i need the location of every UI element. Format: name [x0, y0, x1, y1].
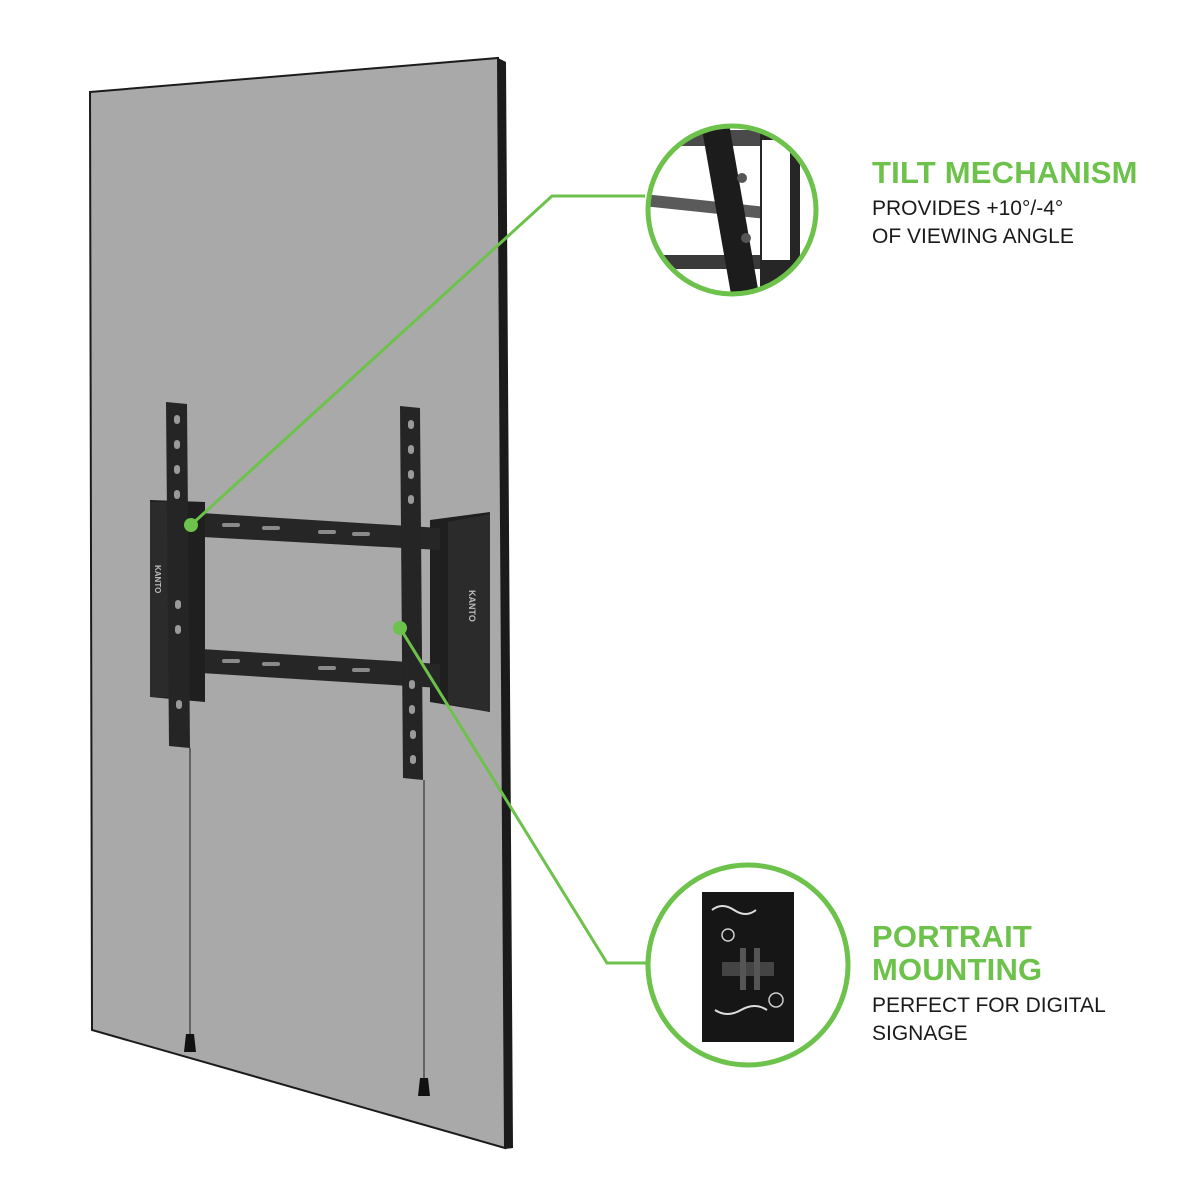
- portrait-title: PORTRAIT MOUNTING: [872, 920, 1192, 986]
- panel-edge: [498, 58, 513, 1149]
- portrait-title-line-1: PORTRAIT: [872, 919, 1033, 954]
- left-cord-weight: [184, 1034, 196, 1052]
- tilt-callout-line: [189, 194, 645, 527]
- tilt-closeup-ring: [645, 123, 819, 297]
- portrait-desc-line-1: PERFECT FOR DIGITAL: [872, 994, 1106, 1017]
- portrait-closeup-ring: [645, 862, 851, 1068]
- right-cord-weight: [418, 1078, 430, 1096]
- housing-logo-left: KANTO: [153, 565, 162, 593]
- arm-holes: [174, 415, 416, 764]
- portrait-feature: PORTRAIT MOUNTING PERFECT FOR DIGITAL SI…: [872, 920, 1192, 1048]
- tilt-desc-line-2: OF VIEWING ANGLE: [872, 225, 1074, 248]
- portrait-closeup-photo: [648, 865, 848, 1065]
- tilt-housing-right-face: [448, 514, 490, 712]
- bottom-rail: [185, 648, 440, 688]
- rail-slots: [222, 523, 370, 672]
- tilt-desc-line-1: PROVIDES +10°/-4°: [872, 197, 1064, 220]
- tilt-feature: TILT MECHANISM PROVIDES +10°/-4° OF VIEW…: [872, 156, 1192, 251]
- tilt-closeup-photo: [650, 128, 814, 292]
- portrait-title-line-2: MOUNTING: [872, 952, 1043, 987]
- top-rail: [185, 512, 440, 550]
- tilt-description: PROVIDES +10°/-4° OF VIEWING ANGLE: [872, 195, 1192, 251]
- right-vertical-arm: [400, 406, 423, 780]
- wall-panel: [88, 56, 507, 1150]
- portrait-desc-line-2: SIGNAGE: [872, 1022, 968, 1045]
- portrait-description: PERFECT FOR DIGITAL SIGNAGE: [872, 992, 1192, 1048]
- housing-logo-right: KANTO: [467, 590, 477, 622]
- tilt-housing-left-face: [150, 502, 170, 697]
- tilt-callout-dot: [184, 518, 198, 532]
- portrait-callout-line: [398, 627, 648, 965]
- left-vertical-arm: [166, 402, 190, 748]
- tilt-title: TILT MECHANISM: [872, 155, 1138, 190]
- portrait-callout-dot: [393, 621, 407, 635]
